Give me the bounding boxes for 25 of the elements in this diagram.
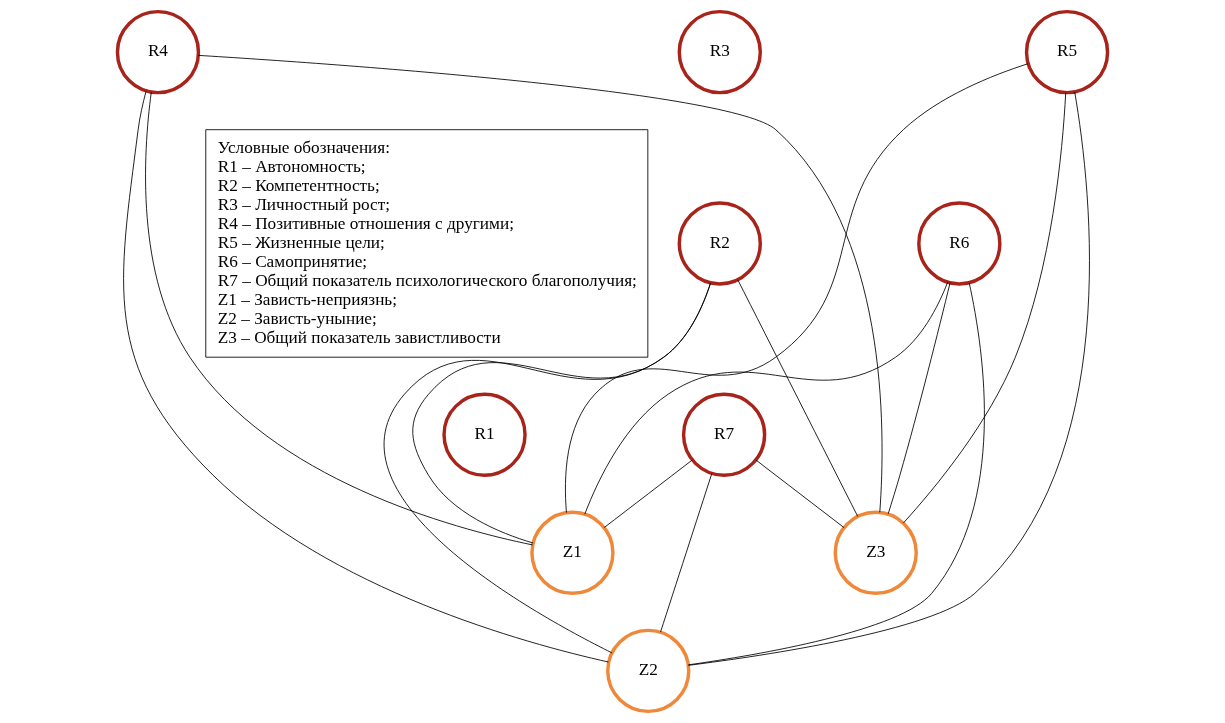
node-circle: R1 bbox=[442, 392, 527, 477]
connector bbox=[603, 459, 693, 528]
connector bbox=[737, 279, 859, 517]
node-circle: Z3 bbox=[833, 510, 918, 596]
connector bbox=[565, 63, 1029, 513]
connector bbox=[123, 90, 609, 663]
connector bbox=[145, 91, 533, 546]
node-circle: Z1 bbox=[530, 510, 615, 596]
connector bbox=[687, 91, 1090, 666]
node-circle: R4 bbox=[115, 9, 201, 95]
node-box: Условные обозначения: R1 – Автономность; R2 – Компетентность; R3 – Личностный рост; R4 – Позитивные отношения с другими; R5 – Жизненные цели; R6 – Самопринятие; R7 – Общий показатель психологического благополучия; Z1 – Зависть-неприязнь; Z2 – Зависть-уныние; Z3 – Общий показатель завистливости bbox=[205, 129, 649, 358]
node-circle: R6 bbox=[917, 201, 1002, 286]
node-circle: R5 bbox=[1024, 9, 1110, 95]
connector bbox=[584, 281, 949, 515]
node-circle: R7 bbox=[681, 392, 767, 477]
node-circle: R2 bbox=[677, 201, 762, 286]
connector bbox=[198, 54, 883, 513]
connector bbox=[660, 473, 713, 633]
node-circle: Z2 bbox=[606, 628, 691, 714]
connector bbox=[903, 92, 1067, 524]
connector bbox=[887, 282, 951, 515]
connector bbox=[687, 282, 985, 666]
connector bbox=[383, 282, 711, 654]
connector bbox=[755, 459, 845, 528]
node-circle: R3 bbox=[677, 9, 762, 95]
